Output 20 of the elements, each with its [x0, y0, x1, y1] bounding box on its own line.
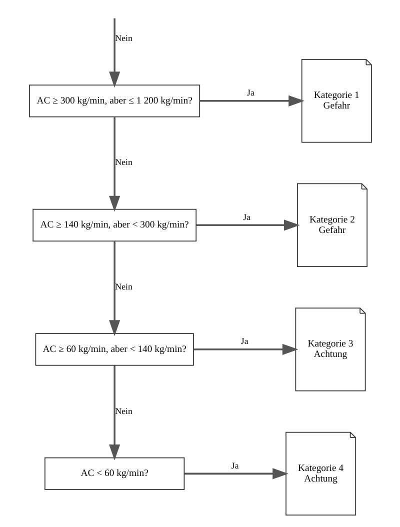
edge-label: Ja	[246, 88, 254, 98]
node-box: AC ≥ 140 kg/min, aber < 300 kg/min?	[32, 208, 196, 242]
node-box: AC ≥ 300 kg/min, aber ≤ 1 200 kg/min?	[28, 84, 200, 118]
arrow	[199, 95, 304, 106]
node-box: AC < 60 kg/min?	[44, 457, 184, 490]
arrow	[184, 468, 288, 480]
edge-label: Nein	[114, 157, 132, 168]
arrow	[196, 220, 300, 231]
arrow	[108, 18, 120, 88]
edge-label: Ja	[230, 460, 238, 470]
arrow	[193, 344, 298, 355]
arrow	[108, 365, 120, 460]
edge-label: Nein	[114, 282, 132, 292]
edge-label: Nein	[114, 32, 132, 43]
arrow	[108, 241, 120, 336]
node-box: AC ≥ 60 kg/min, aber < 140 kg/min?	[34, 333, 194, 366]
arrow	[108, 116, 120, 212]
edge-label: Ja	[240, 336, 248, 346]
edge-label: Nein	[114, 406, 132, 416]
edge-label: Ja	[242, 212, 250, 222]
